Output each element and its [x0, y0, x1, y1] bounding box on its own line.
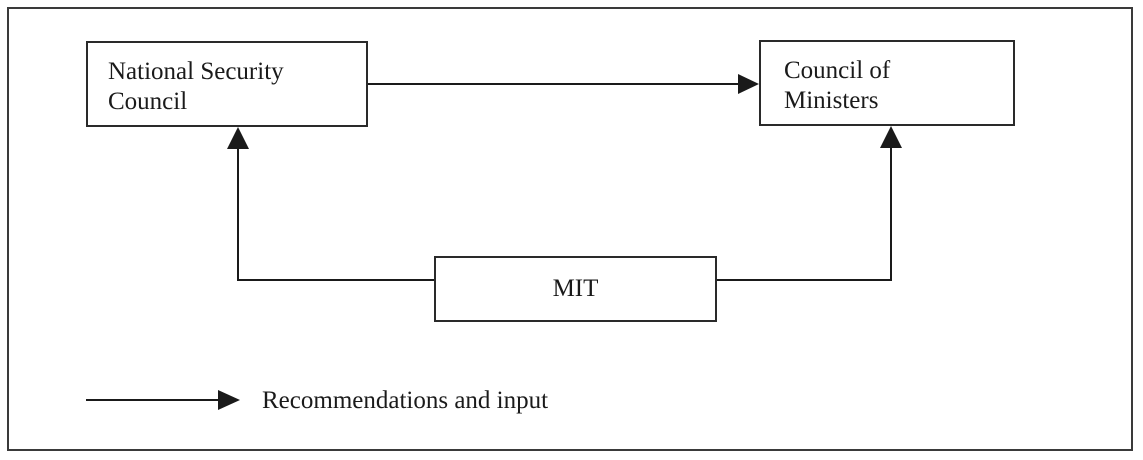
arrow-mit-to-council-of-ministers: [717, 147, 892, 281]
arrowhead-nsc-bottom: [227, 127, 249, 149]
legend-label: Recommendations and input: [262, 387, 549, 414]
arrowhead-council-of-ministers-left: [738, 74, 759, 94]
node-mit-label: MIT: [552, 275, 599, 302]
node-council-of-ministers: Council of Ministers: [759, 40, 1015, 126]
node-national-security-council: National Security Council: [86, 41, 368, 127]
arrowhead-council-of-ministers-bottom: [880, 126, 902, 148]
node-mit: MIT: [434, 256, 717, 322]
node-council-of-ministers-label: Council of Ministers: [784, 57, 891, 114]
diagram-frame: [7, 7, 1133, 451]
node-national-security-council-label: National Security Council: [108, 58, 284, 115]
arrow-mit-to-nsc: [237, 148, 434, 281]
legend-arrowhead: [218, 390, 240, 410]
